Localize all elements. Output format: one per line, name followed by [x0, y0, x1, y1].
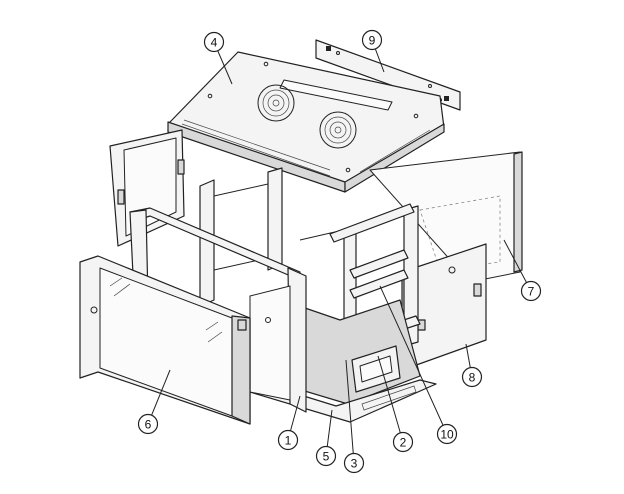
shelf-rail-part [349, 249, 409, 299]
callout-1: 1 [277, 429, 299, 451]
callout-number: 8 [469, 371, 476, 385]
callout-number: 9 [369, 34, 376, 48]
callout-3: 3 [343, 452, 365, 474]
callout-circle [520, 280, 542, 302]
callout-7: 7 [520, 280, 542, 302]
callout-number: 1 [285, 434, 292, 448]
callout-10: 10 [436, 423, 458, 445]
callout-circle [361, 29, 383, 51]
callout-number: 4 [211, 36, 218, 50]
callout-circle [343, 452, 365, 474]
callout-number: 6 [145, 418, 152, 432]
callout-leader-10 [379, 285, 448, 435]
callout-markers: 1 2 3 4 5 6 7 8 9 10 [137, 29, 542, 474]
callout-6: 6 [137, 413, 159, 435]
callout-number: 3 [351, 457, 358, 471]
callout-circle [436, 423, 458, 445]
callout-leader-3 [345, 359, 355, 464]
callout-4: 4 [203, 31, 225, 53]
callout-number: 2 [400, 436, 407, 450]
callout-8: 8 [461, 366, 483, 388]
fan-left-icon [257, 84, 295, 122]
callout-number: 7 [528, 285, 535, 299]
callout-circle [392, 431, 414, 453]
callout-number: 5 [323, 450, 330, 464]
callout-2: 2 [392, 431, 414, 453]
callout-5: 5 [315, 445, 337, 467]
callout-circle [137, 413, 159, 435]
front-door-part [79, 255, 251, 425]
callout-number: 10 [440, 428, 454, 442]
callout-9: 9 [361, 29, 383, 51]
callout-circle [461, 366, 483, 388]
fan-right-icon [319, 111, 357, 149]
callout-circle [315, 445, 337, 467]
top-cover-part [167, 51, 445, 193]
callout-leader-2 [377, 355, 404, 443]
callout-circle [277, 429, 299, 451]
bottom-tray-part [351, 345, 401, 393]
callout-circle [203, 31, 225, 53]
